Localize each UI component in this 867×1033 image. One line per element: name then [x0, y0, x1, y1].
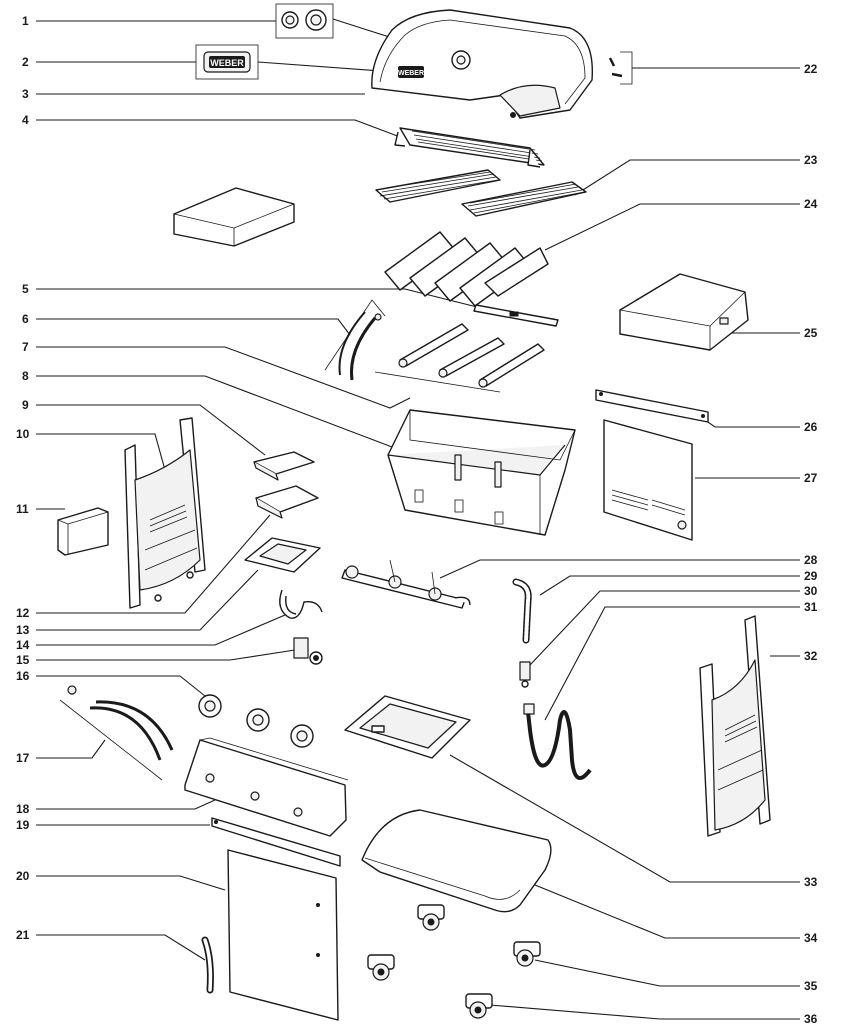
part-8-cookbox [387, 409, 576, 536]
part-29-hose [512, 578, 532, 644]
callout-label-33: 33 [804, 875, 818, 889]
part-31-coiled-hose [523, 703, 592, 780]
part-25-side-table [619, 273, 749, 351]
caster-a [417, 904, 445, 931]
callout-label-21: 21 [16, 928, 30, 942]
part-27-rear-panel [603, 419, 693, 541]
part-6-igniter-electrodes [324, 299, 386, 381]
part-20-door [227, 849, 339, 1021]
callout-label-5: 5 [22, 282, 29, 296]
callout-label-35: 35 [804, 979, 818, 993]
part-23-cooking-grates [375, 169, 587, 217]
part-10-left-frame [124, 417, 206, 609]
part-35-caster [513, 941, 541, 967]
callout-label-2: 2 [22, 55, 29, 69]
callout-label-34: 34 [804, 931, 818, 945]
caster-b [367, 954, 395, 981]
part-14-igniter-wire [279, 589, 323, 619]
part-33-grease-tray [344, 695, 471, 759]
callout-label-8: 8 [22, 369, 29, 383]
callout-label-22: 22 [804, 62, 818, 76]
part-15-igniter-module [293, 637, 323, 665]
callout-label-30: 30 [804, 584, 818, 598]
callout-label-25: 25 [804, 326, 818, 340]
callout-label-20: 20 [16, 869, 30, 883]
part-18-control-panel [184, 737, 349, 837]
callout-label-29: 29 [804, 569, 818, 583]
callout-label-27: 27 [804, 471, 818, 485]
leader-lines [36, 18, 800, 1020]
callout-label-26: 26 [804, 420, 818, 434]
callout-label-3: 3 [22, 87, 29, 101]
badge-logo-text: WEBER [210, 58, 244, 68]
callout-label-1: 1 [22, 14, 29, 28]
part-30-bracket [519, 661, 531, 688]
callout-label-24: 24 [804, 197, 818, 211]
part-9-drip-tray [253, 451, 315, 481]
part-4-warming-rack [394, 127, 545, 168]
callout-label-18: 18 [16, 802, 30, 816]
part-13-pan-holder [244, 537, 321, 573]
callout-label-23: 23 [804, 153, 818, 167]
callout-label-14: 14 [16, 638, 30, 652]
part-16-control-knobs [198, 694, 314, 748]
part-1-thermometer [275, 3, 334, 39]
callout-label-16: 16 [16, 669, 30, 683]
part-19-strip [211, 817, 341, 867]
callout-label-12: 12 [16, 606, 30, 620]
callout-label-6: 6 [22, 312, 29, 326]
callout-label-7: 7 [22, 340, 29, 354]
part-5-bar [473, 304, 559, 327]
lid-logo-text: WEBER [398, 70, 424, 77]
part-24-flavorizer-bars [384, 231, 549, 307]
part-3-lid: WEBER [371, 9, 594, 119]
part-36-caster [465, 993, 493, 1019]
right-callouts: 22 23 24 25 26 27 28 29 30 31 32 33 34 3… [804, 62, 818, 1026]
part-11-box [57, 507, 109, 556]
callout-label-17: 17 [16, 751, 30, 765]
callout-label-11: 11 [16, 502, 29, 516]
part-28-manifold [341, 559, 471, 609]
part-34-shelf [361, 809, 552, 913]
casters [367, 904, 541, 1019]
callout-label-36: 36 [804, 1012, 818, 1026]
part-32-right-frame [699, 615, 771, 837]
left-top-side-table [173, 187, 295, 247]
callout-label-10: 10 [16, 427, 30, 441]
part-12-catch-pan [255, 485, 319, 519]
callout-label-19: 19 [16, 818, 30, 832]
callout-label-32: 32 [804, 649, 818, 663]
callout-label-13: 13 [16, 623, 30, 637]
callout-label-15: 15 [16, 653, 30, 667]
part-22-screws [608, 51, 633, 85]
part-7-burner-tubes [374, 323, 545, 393]
part-17-electrodes [59, 685, 174, 781]
part-2-logo-badge: WEBER [195, 44, 259, 80]
callout-label-9: 9 [22, 398, 29, 412]
callout-label-28: 28 [804, 553, 818, 567]
callout-label-4: 4 [22, 113, 29, 127]
part-21-handle [201, 936, 214, 994]
callout-label-31: 31 [804, 600, 818, 614]
left-callouts: 1 2 3 4 5 6 7 8 9 10 11 12 13 14 15 16 1… [16, 14, 30, 942]
part-26-rear-bar [595, 389, 709, 423]
